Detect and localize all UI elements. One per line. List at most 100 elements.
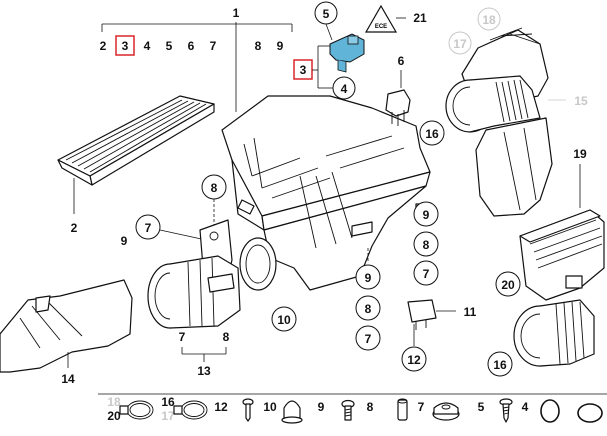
callout-15[interactable]: 15 — [548, 94, 588, 108]
svg-text:9: 9 — [121, 234, 128, 248]
callout-17[interactable]: 17 — [448, 31, 472, 55]
self-tapping-screw-icon[interactable]: 5 — [478, 398, 513, 423]
callout-6[interactable]: 6 — [398, 54, 405, 88]
air-filter-element[interactable] — [57, 95, 215, 186]
callout-16[interactable]: 16 — [487, 351, 513, 377]
callout-19[interactable]: 19 — [573, 147, 587, 208]
svg-text:12: 12 — [214, 400, 228, 414]
wire-connector[interactable] — [385, 89, 411, 126]
callout-11[interactable]: 11 — [436, 305, 477, 319]
svg-text:16: 16 — [493, 358, 507, 372]
callout-3[interactable]: 3 — [293, 45, 334, 89]
ref-number[interactable]: 7 — [210, 39, 217, 53]
svg-text:11: 11 — [464, 305, 477, 319]
ref-number[interactable]: 2 — [100, 39, 107, 53]
svg-text:16: 16 — [161, 395, 175, 409]
callout-12[interactable]: 12 — [401, 324, 427, 372]
svg-text:8: 8 — [223, 330, 230, 344]
callout-4[interactable]: 4 — [332, 76, 356, 100]
svg-text:14: 14 — [61, 372, 75, 386]
svg-text:8: 8 — [365, 302, 372, 316]
callout-2[interactable]: 2 — [71, 178, 78, 235]
svg-text:5: 5 — [323, 7, 330, 21]
svg-text:5: 5 — [478, 400, 485, 414]
svg-text:20: 20 — [107, 409, 121, 423]
svg-text:21: 21 — [413, 11, 427, 25]
ref-number[interactable]: 6 — [188, 39, 195, 53]
ref-number[interactable]: 4 — [144, 39, 151, 53]
callout-13-bracket[interactable]: 7 8 13 — [179, 330, 230, 378]
callout-7[interactable]: 7 — [135, 214, 207, 241]
callout-1[interactable]: 1 — [233, 6, 240, 112]
svg-text:9: 9 — [365, 271, 372, 285]
callout-18[interactable]: 18 — [477, 7, 501, 31]
expanding-rivet-icon[interactable]: 12 — [214, 398, 254, 422]
hot-film-sensor[interactable] — [329, 33, 365, 73]
sealing-ring-icon[interactable] — [577, 403, 603, 423]
svg-text:8: 8 — [211, 181, 218, 195]
callout-5[interactable]: 5 — [314, 1, 338, 41]
svg-text:17: 17 — [161, 409, 175, 423]
svg-text:16: 16 — [425, 127, 439, 141]
callout-8[interactable]: 8 — [413, 231, 439, 257]
bottom-parts-strip: 18 20 16 17 12 10 9 — [98, 393, 607, 424]
svg-text:2: 2 — [71, 221, 78, 235]
rubber-grommet-icon[interactable]: 10 — [263, 400, 303, 424]
callout-8[interactable]: 8 — [355, 295, 381, 321]
spacer-sleeve-icon[interactable]: 8 — [367, 398, 408, 421]
svg-text:8: 8 — [423, 238, 430, 252]
callout-7[interactable]: 7 — [355, 325, 381, 351]
svg-text:7: 7 — [423, 267, 430, 281]
svg-text:8: 8 — [367, 400, 374, 414]
mounting-clip[interactable] — [407, 299, 437, 330]
callout-10[interactable]: 10 — [271, 306, 297, 332]
svg-text:12: 12 — [407, 353, 421, 367]
rubber-mount-icon[interactable]: 7 — [418, 400, 460, 421]
top-reference-row: 2 3 4 5 6 7 8 9 — [100, 23, 293, 56]
svg-text:3: 3 — [300, 63, 307, 77]
svg-text:9: 9 — [318, 400, 325, 414]
hose-clamp-icon[interactable]: 18 20 — [107, 395, 154, 423]
svg-text:13: 13 — [197, 364, 211, 378]
callout-9[interactable]: 9 — [355, 248, 381, 290]
svg-text:6: 6 — [398, 54, 405, 68]
svg-text:17: 17 — [453, 37, 467, 51]
intake-duct[interactable] — [519, 209, 605, 301]
svg-text:7: 7 — [418, 400, 425, 414]
svg-text:9: 9 — [423, 208, 430, 222]
maf-housing[interactable] — [147, 255, 241, 329]
hose-clamp-icon[interactable]: 16 17 — [161, 395, 208, 423]
svg-text:18: 18 — [107, 395, 121, 409]
callout-9[interactable]: 9 — [121, 234, 128, 248]
intake-snorkel-assembly[interactable] — [445, 27, 553, 217]
ref-number[interactable]: 5 — [166, 39, 173, 53]
screw-icon[interactable]: 9 — [318, 399, 355, 421]
svg-text:10: 10 — [263, 400, 277, 414]
svg-text:7: 7 — [365, 332, 372, 346]
svg-text:19: 19 — [573, 147, 587, 161]
callout-16[interactable]: 16 — [419, 120, 445, 146]
callout-14[interactable]: 14 — [61, 352, 75, 386]
highlight-box — [115, 35, 135, 56]
svg-text:18: 18 — [482, 13, 496, 27]
svg-text:20: 20 — [501, 278, 515, 292]
callout-7[interactable]: 7 — [413, 260, 439, 286]
air-duct[interactable] — [0, 279, 133, 373]
ece-warning-label[interactable]: ECE 21 — [364, 4, 427, 33]
svg-text:4: 4 — [522, 400, 529, 414]
ref-number-highlighted[interactable]: 3 — [122, 39, 129, 53]
o-ring-icon[interactable]: 4 — [522, 399, 560, 423]
ref-number[interactable]: 8 — [255, 39, 262, 53]
air-filter-housing[interactable] — [221, 95, 431, 291]
svg-text:4: 4 — [341, 82, 348, 96]
svg-text:15: 15 — [574, 94, 588, 108]
ref-number[interactable]: 9 — [277, 39, 284, 53]
svg-text:7: 7 — [145, 221, 152, 235]
callout-20[interactable]: 20 — [495, 271, 521, 297]
callout-8[interactable]: 8 — [201, 174, 227, 226]
svg-text:ECE: ECE — [375, 24, 387, 30]
rubber-boot[interactable] — [513, 299, 595, 367]
callout-9[interactable]: 9 — [413, 201, 439, 227]
